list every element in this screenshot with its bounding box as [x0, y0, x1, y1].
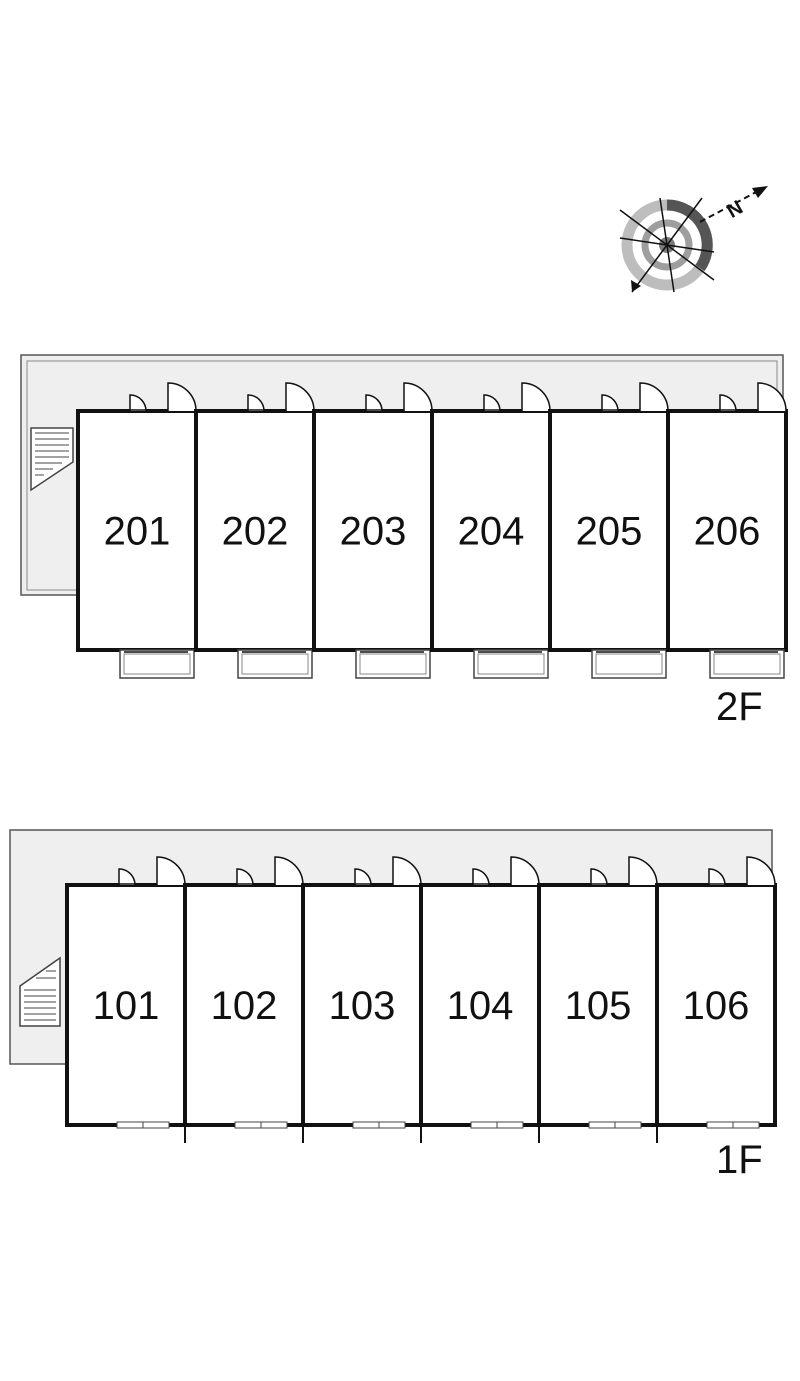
unit-205: 205 — [548, 382, 670, 679]
unit-room — [666, 409, 788, 652]
north-arrow-icon — [699, 186, 768, 223]
unit-number: 206 — [694, 510, 761, 554]
balcony — [473, 649, 549, 679]
unit-number: 101 — [93, 984, 160, 1028]
small-door-icon — [469, 868, 493, 886]
unit-number: 103 — [329, 984, 396, 1028]
unit-201: 201 — [76, 382, 198, 679]
entrance-door-icon — [403, 382, 433, 412]
entrance-door-icon — [274, 856, 304, 886]
balcony — [119, 649, 195, 679]
entrance-door-icon — [156, 856, 186, 886]
unit-202: 202 — [194, 382, 316, 679]
entrance-door-icon — [285, 382, 315, 412]
unit-104: 104 — [419, 856, 541, 1143]
unit-room — [194, 409, 316, 652]
entrance-door-icon — [746, 856, 776, 886]
entrance-door-icon — [639, 382, 669, 412]
unit-number: 205 — [576, 510, 643, 554]
unit-106: 106 — [655, 856, 777, 1143]
balcony — [591, 649, 667, 679]
balcony — [709, 649, 785, 679]
small-door-icon — [351, 868, 375, 886]
small-door-icon — [480, 394, 504, 412]
unit-105: 105 — [537, 856, 659, 1143]
window — [116, 1121, 170, 1129]
unit-number: 204 — [458, 510, 525, 554]
window — [588, 1121, 642, 1129]
unit-206: 206 — [666, 382, 788, 679]
unit-number: 106 — [683, 984, 750, 1028]
small-door-icon — [126, 394, 150, 412]
compass: N — [619, 186, 768, 293]
balcony — [237, 649, 313, 679]
unit-103: 103 — [301, 856, 423, 1143]
small-door-icon — [716, 394, 740, 412]
small-door-icon — [705, 868, 729, 886]
entrance-door-icon — [392, 856, 422, 886]
staircase-icon — [19, 956, 61, 1027]
unit-102: 102 — [183, 856, 305, 1143]
balcony — [355, 649, 431, 679]
staircase-icon — [30, 427, 74, 492]
window — [234, 1121, 288, 1129]
compass-rose-icon — [619, 197, 715, 293]
unit-203: 203 — [312, 382, 434, 679]
window — [470, 1121, 524, 1129]
unit-number: 202 — [222, 510, 289, 554]
floor-1f: 101 102 103 104 105 106 1F — [9, 829, 777, 1182]
small-door-icon — [362, 394, 386, 412]
unit-room — [301, 883, 423, 1127]
floor-label: 2F — [716, 685, 763, 729]
small-door-icon — [598, 394, 622, 412]
entrance-door-icon — [757, 382, 787, 412]
entrance-door-icon — [521, 382, 551, 412]
window — [706, 1121, 760, 1129]
unit-number: 105 — [565, 984, 632, 1028]
floor-label: 1F — [716, 1138, 763, 1182]
entrance-door-icon — [510, 856, 540, 886]
compass-north-letter: N — [723, 197, 747, 223]
unit-number: 102 — [211, 984, 278, 1028]
unit-room — [430, 409, 552, 652]
unit-204: 204 — [430, 382, 552, 679]
window — [352, 1121, 406, 1129]
entrance-door-icon — [167, 382, 197, 412]
entrance-door-icon — [628, 856, 658, 886]
small-door-icon — [244, 394, 268, 412]
small-door-icon — [115, 868, 139, 886]
unit-room — [548, 409, 670, 652]
small-door-icon — [233, 868, 257, 886]
floor-2f: 201 202 203 204 205 206 2F — [20, 354, 788, 729]
unit-number: 201 — [104, 510, 171, 554]
unit-101: 101 — [65, 856, 187, 1129]
unit-number: 104 — [447, 984, 514, 1028]
small-door-icon — [587, 868, 611, 886]
unit-number: 203 — [340, 510, 407, 554]
